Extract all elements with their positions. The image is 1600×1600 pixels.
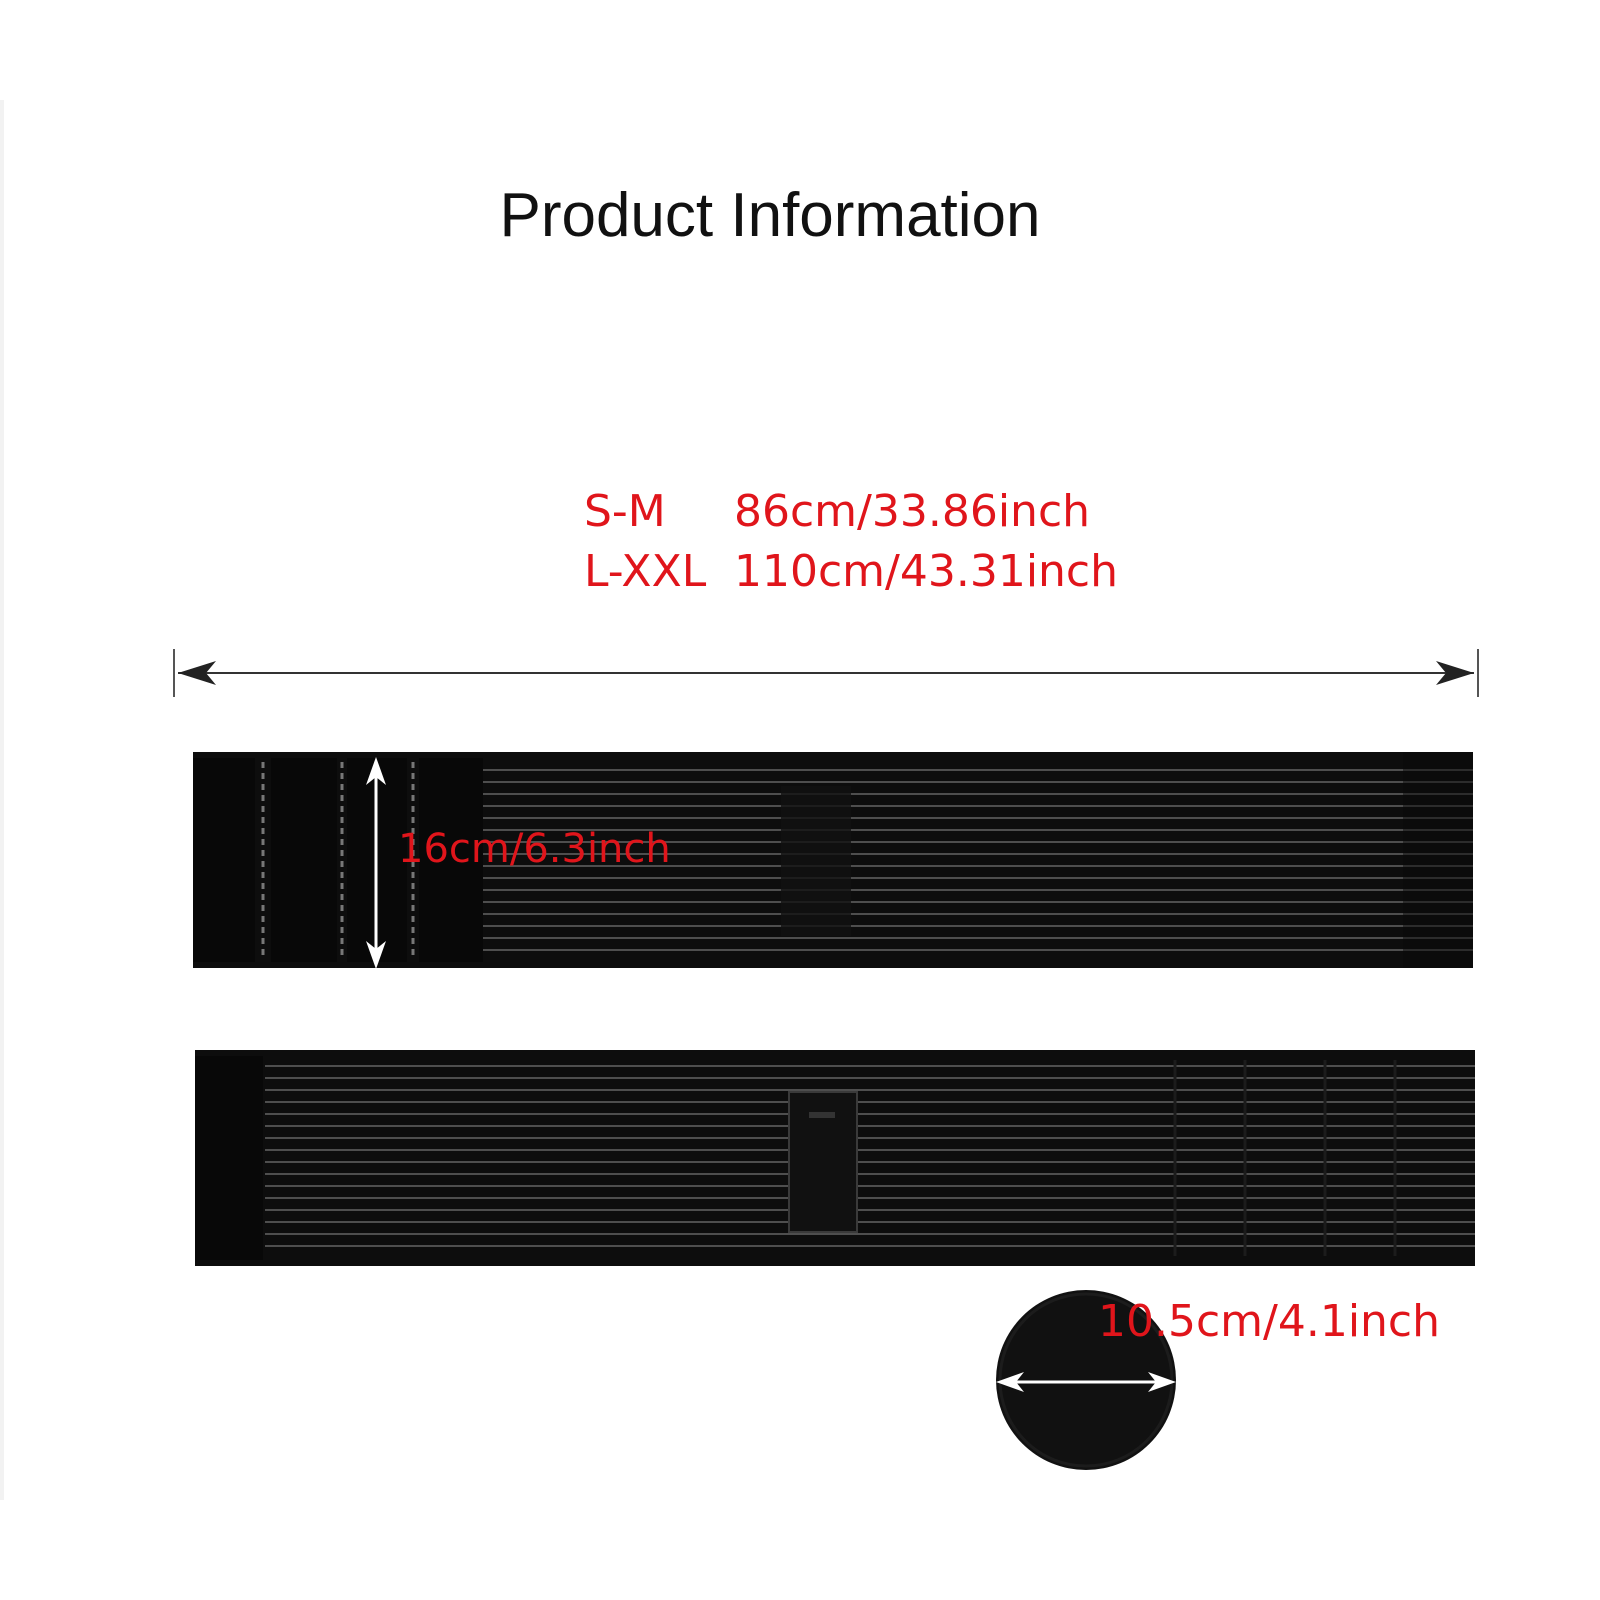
belt-outer-view [193,752,1473,968]
size-table: S-M 86cm/33.86inch L-XXL 110cm/43.31inch [584,482,1118,602]
round-pad-image [996,1290,1176,1470]
size-length: 110cm/43.31inch [734,546,1119,597]
height-arrow-icon [364,755,388,976]
pad-arrow-icon [996,1372,1176,1392]
size-row: S-M 86cm/33.86inch [584,482,1118,542]
size-name: S-M [584,486,666,537]
size-row: L-XXL 110cm/43.31inch [584,542,1118,602]
length-arrow-icon [172,645,1482,706]
page-title: Product Information [499,181,1041,250]
left-edge-shade [0,100,4,1500]
pad-diameter-label: 10.5cm/4.1inch [1098,1296,1441,1347]
round-pad [994,1288,1178,1477]
belt-inner-view [195,1050,1475,1266]
size-name: L-XXL [584,546,707,597]
size-length: 86cm/33.86inch [734,486,1091,537]
belt-inner-image [195,1050,1475,1266]
belt-width-label: 16cm/6.3inch [398,826,671,872]
bottom-margin [0,1500,1600,1600]
